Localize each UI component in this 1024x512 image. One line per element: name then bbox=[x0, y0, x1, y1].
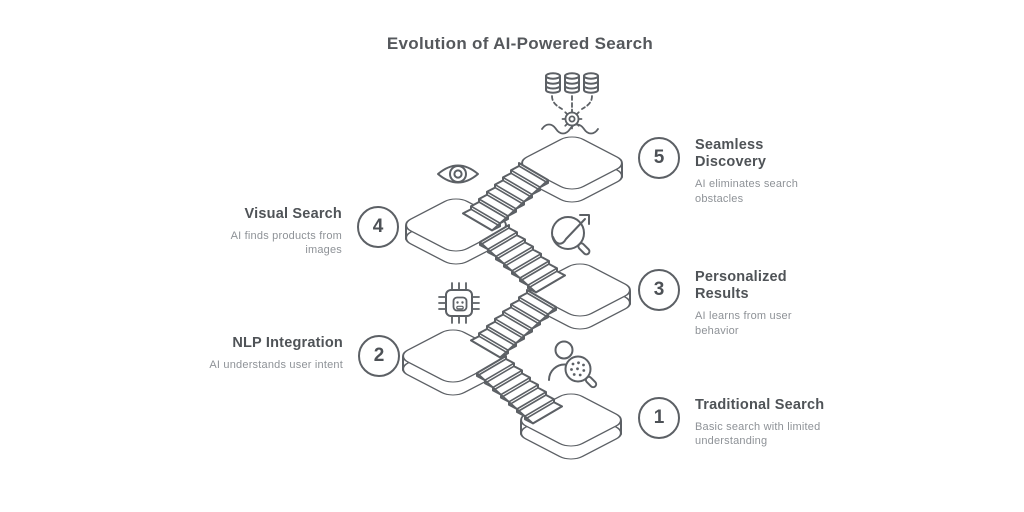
flow-arrows-glyph bbox=[551, 95, 593, 110]
step-2: NLP Integration AI understands user inte… bbox=[208, 335, 400, 377]
step-number: 4 bbox=[372, 216, 384, 237]
step-description: AI understands user intent bbox=[209, 359, 343, 372]
step-title: NLP Integration bbox=[232, 335, 343, 351]
step-number-badge: 3 bbox=[638, 269, 680, 311]
step-number: 2 bbox=[373, 345, 385, 366]
step-description: AI finds products from images bbox=[230, 230, 342, 257]
wave-glyph bbox=[541, 123, 599, 135]
step-number-badge: 4 bbox=[357, 206, 399, 248]
step-number-badge: 2 bbox=[358, 335, 400, 377]
step-title: Visual Search bbox=[244, 206, 342, 222]
step-description: AI learns from user behavior bbox=[695, 310, 792, 337]
page-title: Evolution of AI-Powered Search bbox=[386, 34, 654, 53]
step-number-badge: 1 bbox=[638, 397, 680, 439]
step-4: Visual Search AI finds products from ima… bbox=[207, 206, 399, 258]
ai-chip-icon bbox=[438, 282, 480, 324]
step-number-badge: 5 bbox=[638, 137, 680, 179]
platforms-stairs-layer bbox=[402, 136, 631, 460]
dot-pattern bbox=[570, 361, 586, 377]
data-processing-icon bbox=[541, 72, 599, 135]
step-title: Traditional Search bbox=[695, 397, 825, 413]
step-title: Personalized Results bbox=[695, 269, 787, 303]
step-5: 5 Seamless Discovery AI eliminates searc… bbox=[638, 137, 815, 206]
step-1: 1 Traditional Search Basic search with l… bbox=[638, 397, 870, 449]
step-title: Seamless Discovery bbox=[695, 137, 767, 171]
step-description: AI eliminates search obstacles bbox=[695, 178, 799, 205]
database-cylinders-glyph bbox=[545, 72, 599, 94]
step-3: 3 Personalized Results AI learns from us… bbox=[638, 269, 815, 338]
eye-icon bbox=[437, 164, 479, 184]
trend-search-icon bbox=[551, 214, 591, 256]
user-search-icon bbox=[547, 340, 598, 389]
step-number: 1 bbox=[653, 407, 665, 428]
step-number: 5 bbox=[653, 147, 665, 168]
step-number: 3 bbox=[653, 279, 665, 300]
step-description: Basic search with limited understanding bbox=[695, 421, 821, 448]
